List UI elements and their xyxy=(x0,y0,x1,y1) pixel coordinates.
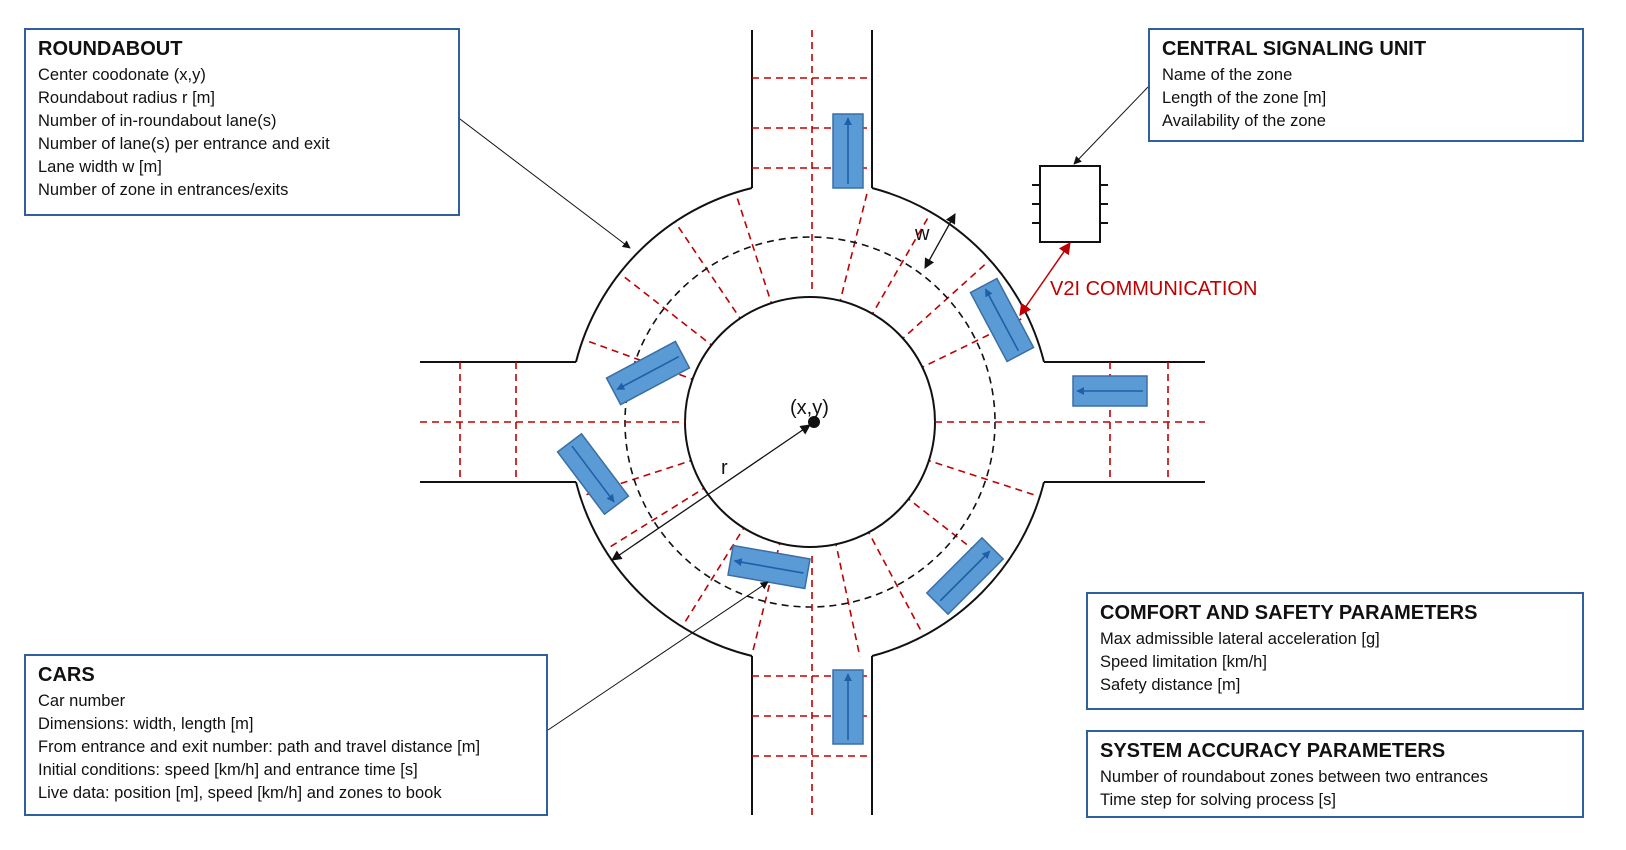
roundabout-parameters-box: ROUNDABOUT Center coodonate (x,y) Rounda… xyxy=(24,28,460,216)
car xyxy=(727,544,811,590)
ring-zone-separator xyxy=(748,538,782,663)
outer-ring-arc-ne xyxy=(871,187,1045,363)
roundabout-param: Number of lane(s) per entrance and exit xyxy=(38,135,330,153)
ring-zone-separator xyxy=(923,458,1049,501)
roundabout-title: ROUNDABOUT xyxy=(38,38,183,60)
car-direction-arrow xyxy=(571,445,615,503)
accuracy-param: Time step for solving process [s] xyxy=(1100,791,1336,809)
car xyxy=(556,432,630,516)
roundabout-param: Roundabout radius r [m] xyxy=(38,89,216,107)
car xyxy=(832,113,864,189)
ring-zone-separator xyxy=(834,539,863,663)
car-direction-arrow xyxy=(984,288,1020,352)
car xyxy=(925,536,1005,616)
ring-zone-separator xyxy=(676,523,748,635)
cars-param: Car number xyxy=(38,692,126,710)
cars-param: From entrance and exit number: path and … xyxy=(38,738,481,756)
ring-zone-separator xyxy=(612,267,716,349)
comfort-param: Speed limitation [km/h] xyxy=(1100,653,1267,671)
roundabout-param: Lane width w [m] xyxy=(38,158,162,176)
cars-title: CARS xyxy=(38,664,95,686)
roundabout-connector-arrow xyxy=(455,115,631,249)
width-arrow xyxy=(924,213,956,269)
car-direction-arrow xyxy=(939,550,991,602)
outer-ring-arc-se xyxy=(871,481,1045,657)
central-title: CENTRAL SIGNALING UNIT xyxy=(1162,38,1427,60)
outer-ring-arc-sw xyxy=(575,481,753,657)
road-outlines xyxy=(420,30,1205,815)
ring-zone-separator xyxy=(865,527,929,644)
signaling-unit-chip-icon xyxy=(1032,165,1108,243)
outer-ring-arc-nw xyxy=(575,187,753,363)
comfort-param: Max admissible lateral acceleration [g] xyxy=(1100,630,1380,648)
central-param: Name of the zone xyxy=(1162,66,1293,84)
comfort-title: COMFORT AND SAFETY PARAMETERS xyxy=(1100,602,1478,624)
car xyxy=(969,277,1035,363)
roundabout-param: Number of zone in entrances/exits xyxy=(38,181,289,199)
car xyxy=(1072,375,1148,407)
ring-zone-separator xyxy=(869,205,936,319)
system-accuracy-box: SYSTEM ACCURACY PARAMETERS Number of rou… xyxy=(1086,730,1584,818)
width-label: w xyxy=(914,223,930,245)
central-connector-arrow xyxy=(1073,86,1149,165)
car-direction-arrow xyxy=(616,355,680,391)
cars-connector-arrow xyxy=(547,581,769,731)
cars-param: Live data: position [m], speed [km/h] an… xyxy=(38,784,442,802)
comfort-safety-box: COMFORT AND SAFETY PARAMETERS Max admiss… xyxy=(1086,592,1584,710)
roundabout-param: Center coodonate (x,y) xyxy=(38,66,206,84)
cars-parameters-box: CARS Car number Dimensions: width, lengt… xyxy=(24,654,548,816)
ring-zone-separator xyxy=(574,335,698,382)
car-direction-arrow xyxy=(733,558,804,574)
accuracy-param: Number of roundabout zones between two e… xyxy=(1100,768,1488,786)
car xyxy=(832,669,864,745)
roundabout-param: Number of in-roundabout lane(s) xyxy=(38,112,277,130)
central-param: Length of the zone [m] xyxy=(1162,89,1327,107)
cars-param: Dimensions: width, length [m] xyxy=(38,715,254,733)
center-label: (x,y) xyxy=(790,397,829,419)
accuracy-title: SYSTEM ACCURACY PARAMETERS xyxy=(1100,740,1446,762)
radius-label: r xyxy=(721,457,728,479)
central-param: Availability of the zone xyxy=(1162,112,1326,130)
central-signaling-unit-box: CENTRAL SIGNALING UNIT Name of the zone … xyxy=(1148,28,1584,142)
cars-param: Initial conditions: speed [km/h] and ent… xyxy=(38,761,418,779)
v2i-label: V2I COMMUNICATION xyxy=(1050,278,1257,300)
v2i-arrow xyxy=(1019,242,1071,316)
comfort-param: Safety distance [m] xyxy=(1100,676,1241,694)
radius-arrow xyxy=(611,424,811,561)
ring-zone-separator xyxy=(731,183,774,309)
center-point xyxy=(808,416,820,428)
car xyxy=(605,340,691,406)
